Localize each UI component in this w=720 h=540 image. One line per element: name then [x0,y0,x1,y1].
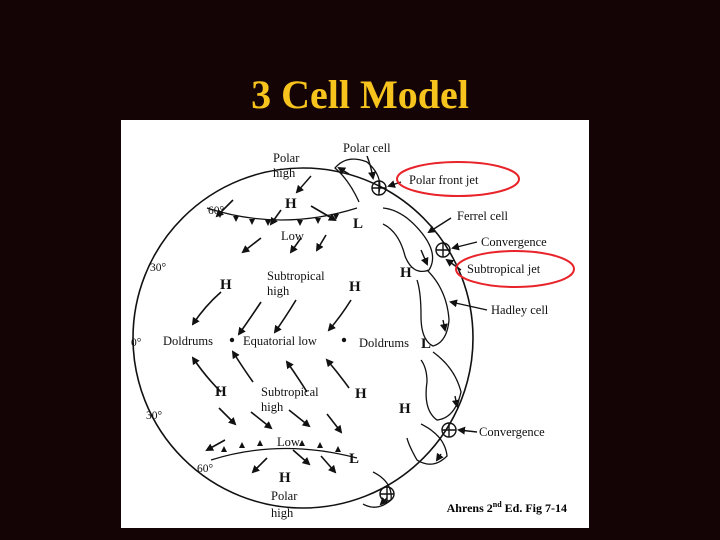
label-lat-30-n: 30° [150,262,167,274]
mark-h-subtropical-sw: H [215,384,227,400]
diagram-svg: Polar cell Polar high Polar front jet Fe… [131,141,575,520]
label-lat-30-s: 30° [146,410,163,422]
label-convergence-top: Convergence [481,235,547,249]
label-lat-60-s: 60° [197,463,214,475]
highlight-subtropical-jet [455,250,575,288]
credit-prefix: Ahrens 2 [446,501,493,515]
label-low-bottom: Low [277,435,300,449]
label-subtropical-high-s: Subtropical [261,385,319,399]
label-doldrums-left: Doldrums [163,334,213,348]
equator-dot-left [229,337,235,343]
label-subtropical-high-n: Subtropical [267,269,325,283]
label-lat-0: 0° [131,337,142,349]
label-polar-high-top: Polar [273,151,300,165]
label-polar-cell: Polar cell [343,141,391,155]
mark-l-bottom: L [349,451,359,467]
label-ferrel-cell: Ferrel cell [457,209,509,223]
equator-dot-right [341,337,347,343]
mark-h-polar-top: H [285,196,297,212]
label-polar-front-jet: Polar front jet [409,173,479,187]
highlight-polar-front-jet [396,161,520,197]
three-cell-diagram: Polar cell Polar high Polar front jet Fe… [121,120,589,528]
slide-title: 3 Cell Model [251,72,469,117]
mark-h-polar-bottom: H [279,470,291,486]
label-equatorial-low: Equatorial low [243,334,317,348]
front-line-south [210,447,358,461]
mark-h-subtropical-nw: H [220,277,232,293]
label-polar-high-bottom: Polar [271,489,298,503]
mark-h-right-upper: H [400,265,412,281]
label-lat-60-n: 60° [208,205,225,217]
label-polar-high-top-2: high [273,166,296,180]
jet-symbols [371,180,457,502]
credit-suffix: Ed. Fig 7-14 [501,501,567,515]
label-low-top: Low [281,229,304,243]
label-polar-high-bottom-2: high [271,506,294,520]
mark-h-subtropical-ne: H [349,279,361,295]
mark-h-right-lower: H [399,401,411,417]
label-subtropical-high-n-2: high [267,284,290,298]
circulation-loops [334,158,462,508]
label-subtropical-jet: Subtropical jet [467,262,541,276]
label-subtropical-high-s-2: high [261,400,284,414]
front-teeth-south [221,440,341,452]
mark-l-top: L [353,216,363,232]
label-pointers [295,155,488,435]
mark-h-subtropical-se: H [355,386,367,402]
label-doldrums-right: Doldrums [359,336,409,350]
label-convergence-bottom: Convergence [479,425,545,439]
label-hadley-cell: Hadley cell [491,303,549,317]
front-line-north [206,207,358,221]
surface-wind-arrows [191,199,352,474]
mark-l-equator: L [421,336,431,352]
loop-arrow-heads [337,166,460,506]
globe-outline [132,167,474,509]
figure-credit: Ahrens 2nd Ed. Fig 7-14 [447,500,567,516]
credit-sup: nd [492,500,502,509]
